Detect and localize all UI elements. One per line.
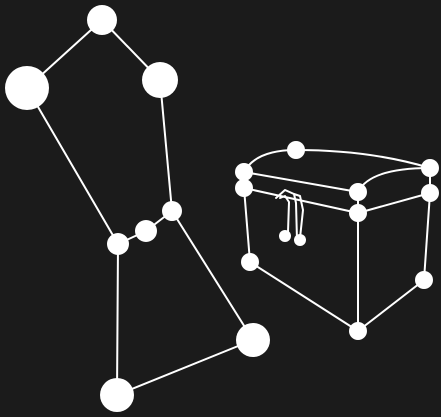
star [421, 159, 439, 177]
star [349, 204, 367, 222]
star [87, 5, 117, 35]
star [279, 230, 291, 242]
star [235, 179, 253, 197]
star [107, 233, 129, 255]
star [135, 220, 157, 242]
star [236, 323, 270, 357]
star [349, 183, 367, 201]
star [100, 378, 134, 412]
star [294, 234, 306, 246]
star [5, 66, 49, 110]
star [241, 253, 259, 271]
star [162, 201, 182, 221]
star [235, 163, 253, 181]
star [415, 271, 433, 289]
star [349, 322, 367, 340]
constellation-line [117, 244, 118, 395]
star [421, 184, 439, 202]
star [287, 141, 305, 159]
star [142, 62, 178, 98]
